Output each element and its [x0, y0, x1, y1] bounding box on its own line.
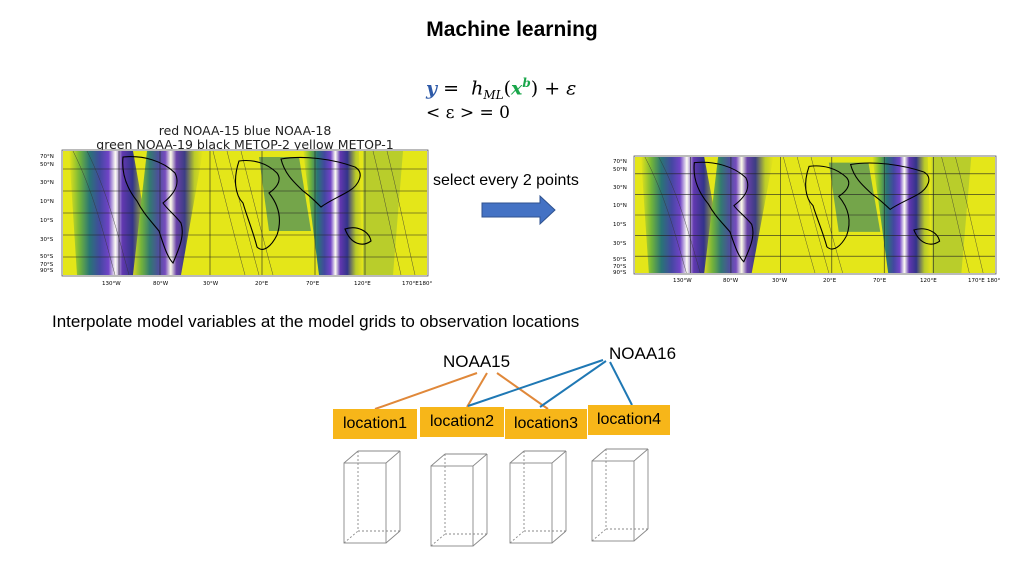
lon-170e: 170°E [968, 278, 985, 284]
eq-plus-eps: + ε [538, 77, 577, 100]
select-every-2-points-label: select every 2 points [433, 172, 579, 189]
lon-30w: 30°W [772, 278, 788, 284]
eq-y: y [426, 77, 438, 100]
mean-error-equation: < ε > = 0 [426, 103, 510, 123]
lon-70e: 70°E [873, 278, 887, 284]
noaa15-to-location3 [496, 372, 549, 410]
lon-170e: 170°E [402, 281, 419, 287]
lat-70n: 70°N [613, 159, 627, 165]
noaa15-to-location1 [374, 372, 478, 410]
eq-equals: = [437, 77, 466, 100]
lon-20e: 20°E [823, 278, 837, 284]
lat-90s: 90°S [613, 270, 627, 276]
lon-80w: 80°W [153, 281, 169, 287]
left-map-lat-labels: 70°N 50°N 30°N 10°N 10°S 30°S 50°S 70°S … [40, 154, 54, 274]
lat-50n: 50°N [613, 167, 627, 173]
lat-10s: 10°S [613, 222, 627, 228]
satellite-label-noaa16: NOAA16 [609, 344, 677, 363]
lat-10s: 10°S [40, 218, 54, 224]
lat-30s: 30°S [40, 237, 54, 243]
right-map-lon-labels: 130°W 80°W 30°W 20°E 70°E 120°E 170°E 18… [673, 278, 1000, 284]
noaa15-to-location2 [466, 372, 488, 408]
lat-10n: 10°N [613, 203, 627, 209]
map-title: red NOAA-15 blue NOAA-18 green NOAA-19 b… [62, 124, 428, 152]
lon-180: 180° [419, 281, 432, 287]
left-satellite-map [61, 149, 429, 277]
grid-box-4 [591, 448, 649, 542]
eq-x-sup: b [522, 76, 531, 90]
lon-70e: 70°E [306, 281, 320, 287]
lon-180: 180° [987, 278, 1000, 284]
lat-70s: 70°S [613, 264, 627, 270]
lon-120e: 120°E [920, 278, 937, 284]
noaa16-to-location3 [539, 360, 607, 408]
interpolate-caption: Interpolate model variables at the model… [52, 312, 580, 331]
model-grid-boxes [343, 448, 649, 547]
right-satellite-map [633, 155, 997, 275]
lat-30n: 30°N [40, 180, 54, 186]
lat-30n: 30°N [613, 185, 627, 191]
noaa16-to-location2 [467, 359, 604, 407]
lon-30w: 30°W [203, 281, 219, 287]
eq-h: h [471, 77, 484, 100]
lat-50s: 50°S [613, 257, 627, 263]
grid-box-2 [430, 453, 488, 547]
lat-50n: 50°N [40, 162, 54, 168]
right-map-lat-labels: 70°N 50°N 30°N 10°N 10°S 30°S 50°S 70°S … [613, 159, 627, 276]
lon-120e: 120°E [354, 281, 371, 287]
map-title-line2: green NOAA-19 black METOP-2 yellow METOP… [96, 137, 394, 152]
noaa15-links [374, 372, 549, 410]
model-equation: y = hML(xb) + ε [426, 76, 577, 103]
eq-x: x [511, 77, 523, 100]
lat-70s: 70°S [40, 262, 54, 268]
satellite-label-noaa15: NOAA15 [443, 352, 511, 371]
lat-50s: 50°S [40, 254, 54, 260]
lat-90s: 90°S [40, 268, 54, 274]
map-title-line1: red NOAA-15 blue NOAA-18 [158, 123, 332, 138]
lon-20e: 20°E [255, 281, 269, 287]
lat-70n: 70°N [40, 154, 54, 160]
noaa16-links [467, 359, 633, 408]
lon-130w: 130°W [102, 281, 121, 287]
right-arrow-icon [481, 194, 556, 226]
grid-box-1 [343, 450, 401, 544]
lat-10n: 10°N [40, 199, 54, 205]
lon-130w: 130°W [673, 278, 692, 284]
left-map-lon-labels: 130°W 80°W 30°W 20°E 70°E 120°E 170°E 18… [102, 281, 432, 287]
lat-30s: 30°S [613, 241, 627, 247]
location-box-2: location2 [420, 407, 504, 437]
eq-h-sub: ML [483, 88, 504, 103]
noaa16-to-location4 [609, 361, 633, 406]
location-box-1: location1 [333, 409, 417, 439]
location-box-3: location3 [505, 409, 587, 439]
slide-title: Machine learning [426, 18, 598, 41]
location-box-4: location4 [588, 405, 670, 435]
grid-box-3 [509, 450, 567, 544]
lon-80w: 80°W [723, 278, 739, 284]
